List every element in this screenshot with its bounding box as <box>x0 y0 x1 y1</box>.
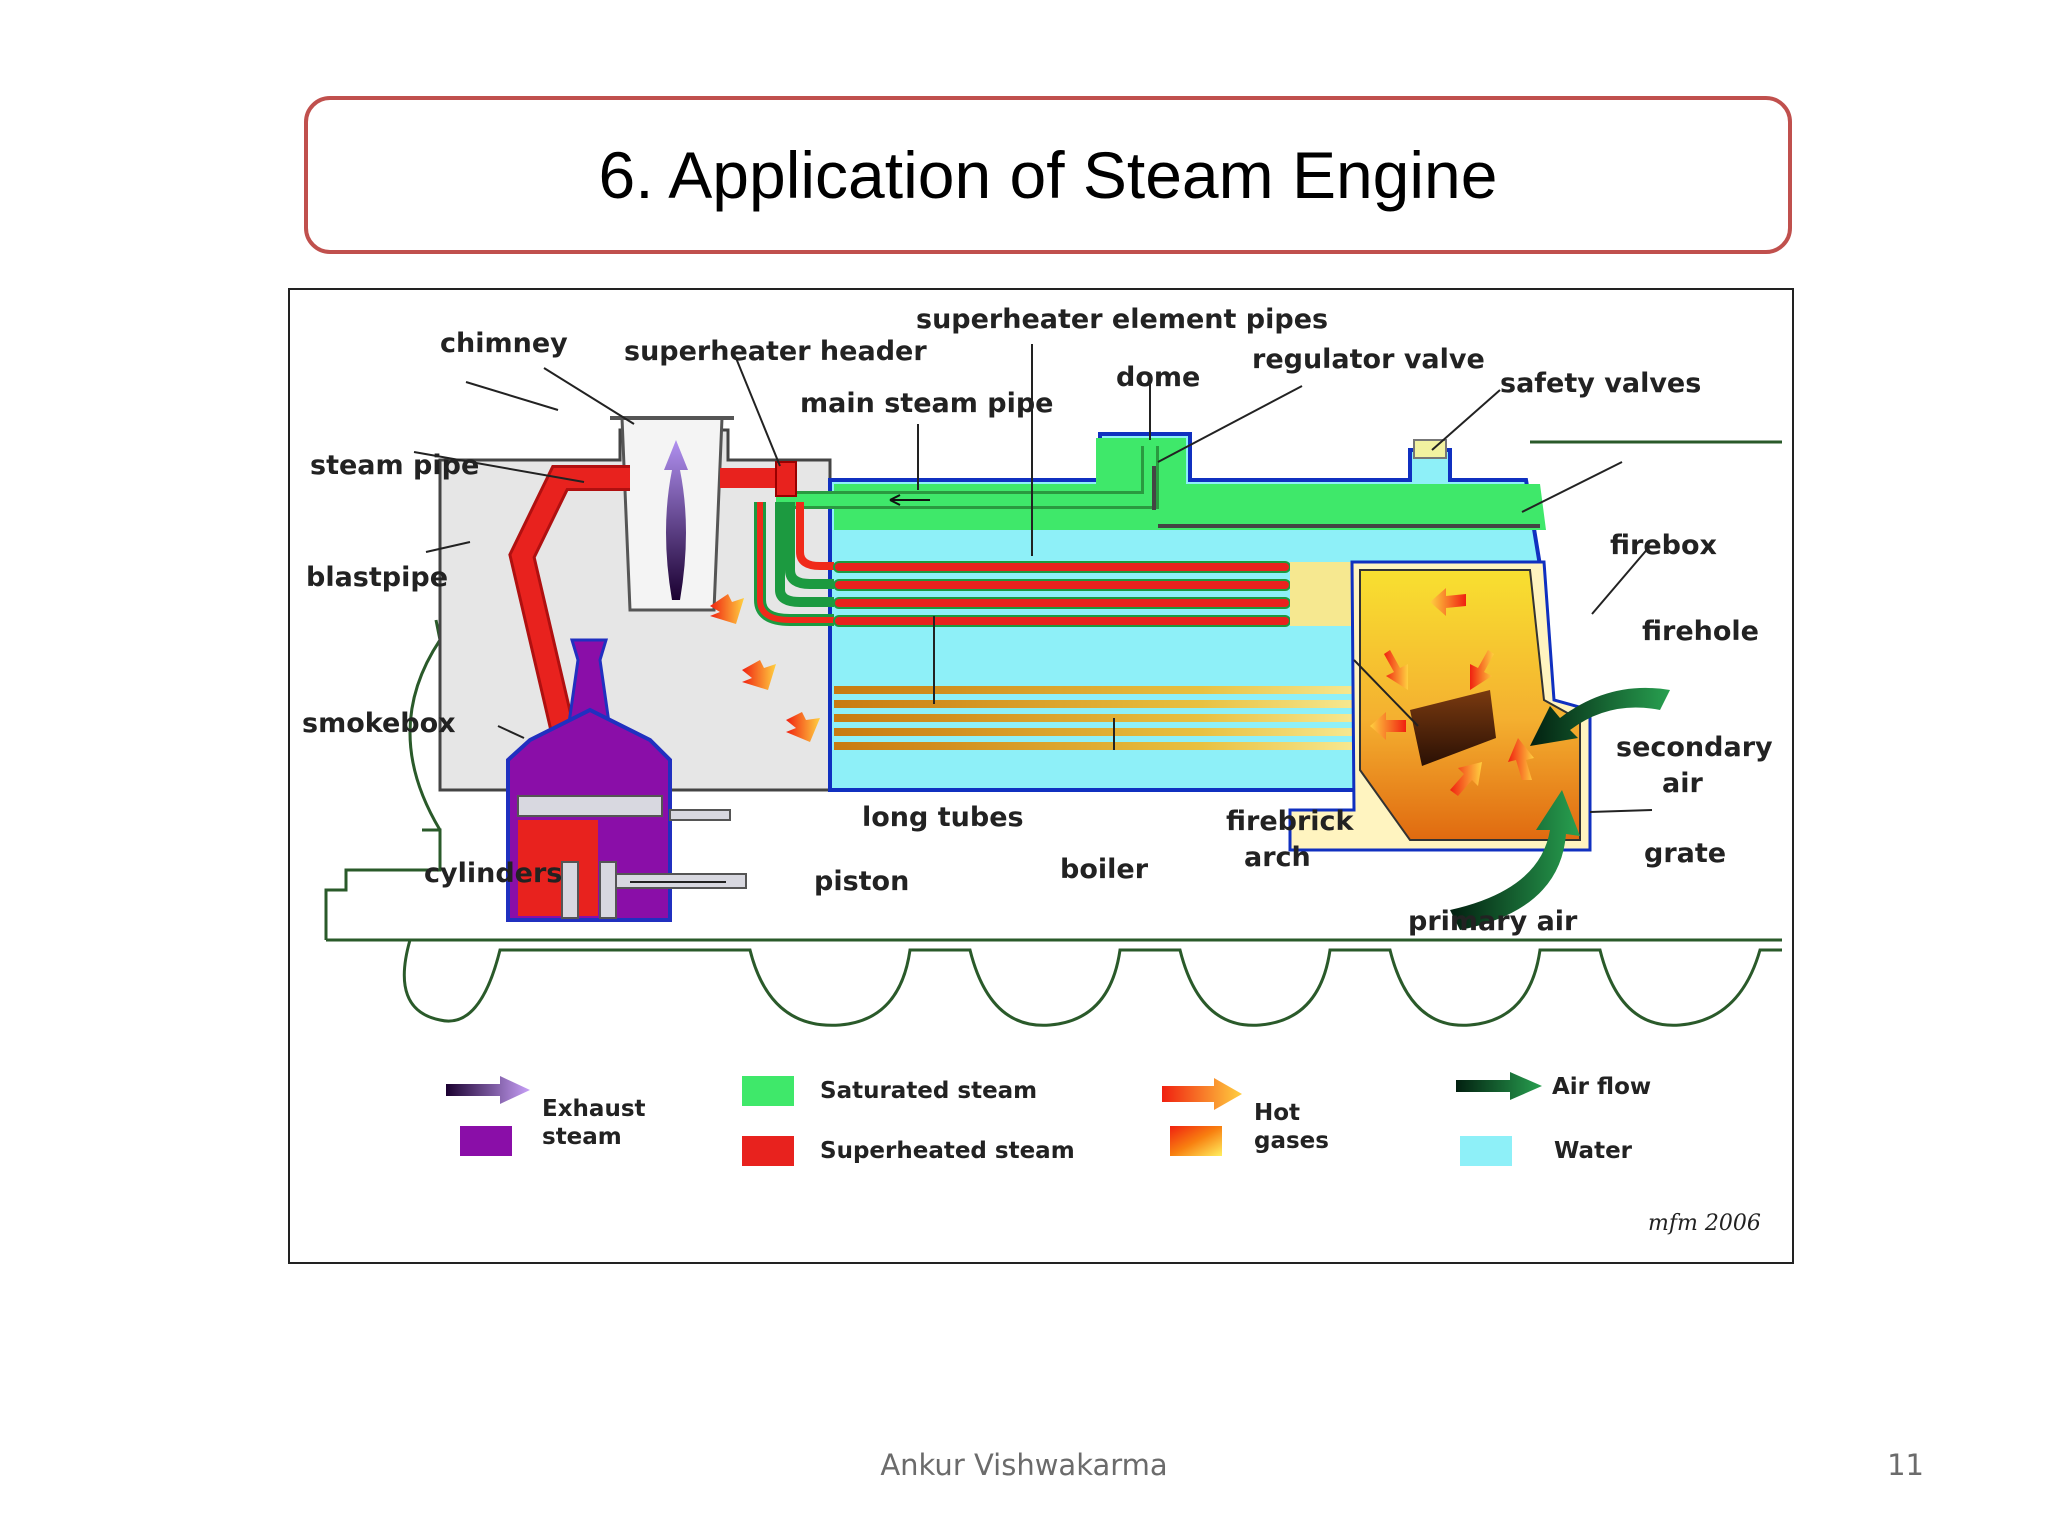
long-tubes <box>834 686 1354 750</box>
legend-exhaust-label-2: steam <box>542 1124 622 1150</box>
steam-engine-diagram: chimney superheater header superheater e… <box>288 288 1794 1264</box>
hot-gas-arrows <box>710 588 1534 796</box>
label-smokebox: smokebox <box>302 708 456 739</box>
diagram-canvas: chimney superheater header superheater e… <box>302 304 1782 1236</box>
legend-superheated-swatch <box>742 1136 794 1166</box>
legend-exhaust-swatch <box>460 1126 512 1156</box>
label-piston: piston <box>814 866 909 897</box>
label-main-steam-pipe: main steam pipe <box>800 388 1054 419</box>
page-number: 11 <box>1887 1448 1924 1482</box>
legend-hot-gases-swatch <box>1170 1126 1222 1156</box>
diagram-labels: chimney superheater header superheater e… <box>302 304 1773 937</box>
legend-water-label: Water <box>1554 1138 1633 1164</box>
label-primary-air: primary air <box>1408 906 1578 937</box>
label-firebrick-arch-1: firebrick <box>1226 806 1355 837</box>
superheater-element-pipes <box>754 502 1354 632</box>
label-secondary-air-1: secondary <box>1616 732 1773 763</box>
steam-pipe <box>508 461 797 833</box>
legend-water-swatch <box>1460 1136 1512 1166</box>
author-signature: mfm 2006 <box>1648 1211 1761 1236</box>
slide-title: 6. Application of Steam Engine <box>598 138 1498 212</box>
legend-air-flow-label: Air flow <box>1552 1074 1651 1100</box>
label-superheater-header: superheater header <box>624 336 927 367</box>
label-blastpipe: blastpipe <box>306 562 448 593</box>
label-grate: grate <box>1644 838 1726 869</box>
label-regulator-valve: regulator valve <box>1252 344 1485 375</box>
label-long-tubes: long tubes <box>862 802 1024 833</box>
legend: Exhaust steam Saturated steam Superheate… <box>446 1072 1651 1166</box>
legend-hot-gases-label-1: Hot <box>1254 1100 1300 1126</box>
legend-saturated-swatch <box>742 1076 794 1106</box>
legend-superheated-label: Superheated steam <box>820 1138 1075 1164</box>
label-safety-valves: safety valves <box>1500 368 1701 399</box>
frame-outline <box>324 440 1782 1027</box>
legend-hot-gases-label-2: gases <box>1254 1128 1329 1154</box>
cylinders <box>506 707 747 922</box>
label-dome: dome <box>1116 362 1200 393</box>
air-flow-arrows <box>1450 687 1670 930</box>
label-firehole: firehole <box>1642 616 1759 647</box>
main-steam-pipe <box>776 446 1540 528</box>
label-secondary-air-2: air <box>1662 768 1703 799</box>
chimney <box>610 416 734 612</box>
label-superheater-element-pipes: superheater element pipes <box>916 304 1328 335</box>
legend-hot-gases-arrow <box>1162 1078 1242 1110</box>
label-firebrick-arch-2: arch <box>1244 842 1311 873</box>
label-chimney: chimney <box>440 328 568 359</box>
label-cylinders: cylinders <box>424 858 562 889</box>
footer-author: Ankur Vishwakarma <box>880 1448 1168 1482</box>
leader-lines <box>413 344 1653 883</box>
legend-exhaust-arrow <box>446 1076 530 1104</box>
label-boiler: boiler <box>1060 854 1149 885</box>
slide-title-box: 6. Application of Steam Engine <box>304 96 1792 254</box>
label-firebox: firebox <box>1610 530 1717 561</box>
legend-saturated-label: Saturated steam <box>820 1078 1037 1104</box>
legend-air-flow-arrow <box>1456 1072 1542 1100</box>
legend-exhaust-label-1: Exhaust <box>542 1096 646 1122</box>
label-steam-pipe: steam pipe <box>310 450 479 481</box>
